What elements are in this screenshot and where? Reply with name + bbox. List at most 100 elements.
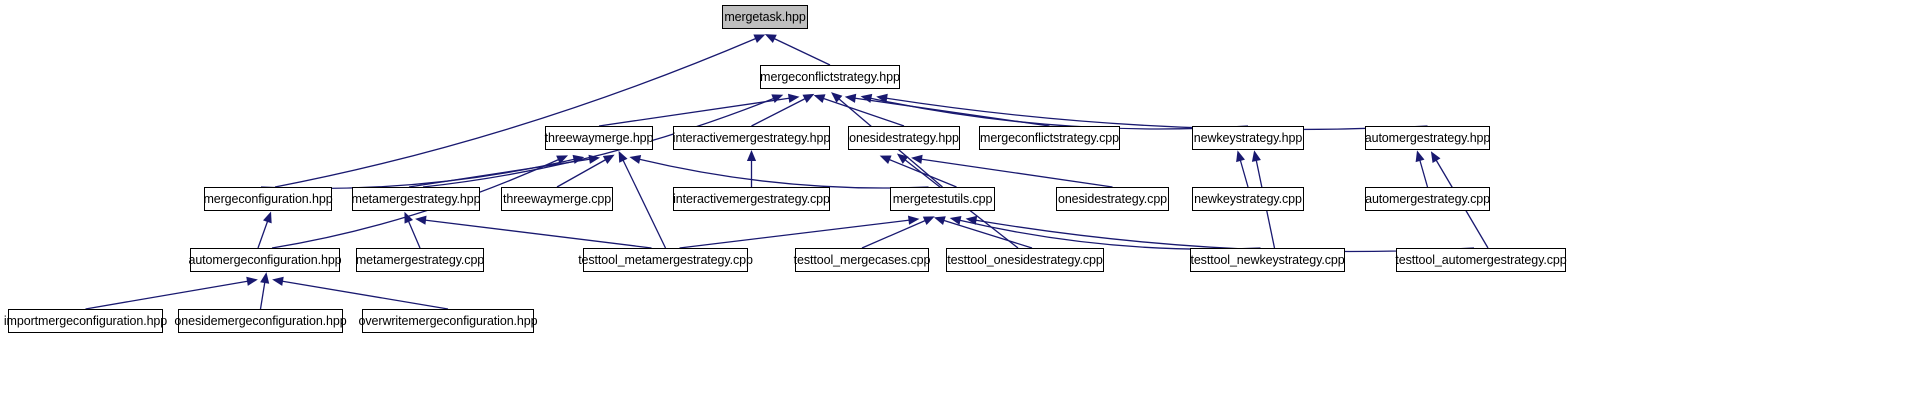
- graph-edge-arrowhead: [949, 215, 962, 225]
- graph-edge-arrowhead: [746, 150, 757, 161]
- graph-node-onesidemergeconfiguration-hpp[interactable]: onesidemergeconfiguration.hpp: [174, 309, 347, 333]
- graph-node-threewaymerge-cpp[interactable]: threewaymerge.cpp: [501, 187, 613, 211]
- graph-node-label: testtool_onesidestrategy.cpp: [947, 252, 1103, 267]
- graph-node-onesidestrategy-cpp[interactable]: onesidestrategy.cpp: [1056, 187, 1169, 211]
- graph-node-automergeconfiguration-hpp[interactable]: automergeconfiguration.hpp: [188, 248, 342, 272]
- graph-edge: [280, 280, 449, 310]
- graph-node-label: testtool_newkeystrategy.cpp: [1190, 252, 1345, 267]
- graph-node-label: metamergestrategy.cpp: [355, 252, 485, 267]
- graph-node-interactivemergestrategy-hpp[interactable]: interactivemergestrategy.hpp: [673, 126, 830, 150]
- graph-edge: [861, 219, 927, 249]
- graph-edge: [1418, 158, 1429, 188]
- graph-edge-arrowhead: [272, 276, 284, 286]
- graph-edge-arrowhead: [787, 93, 800, 103]
- graph-node-interactivemergestrategy-cpp[interactable]: interactivemergestrategy.cpp: [673, 187, 830, 211]
- graph-edge-arrowhead: [404, 211, 414, 224]
- graph-edge: [885, 97, 1428, 131]
- graph-edge: [621, 158, 667, 249]
- graph-edge: [598, 97, 791, 127]
- graph-node-label: onesidestrategy.hpp: [849, 130, 959, 145]
- graph-node-mergeconfiguration-hpp[interactable]: mergeconfiguration.hpp: [203, 187, 333, 211]
- graph-node-label: metamergestrategy.hpp: [351, 191, 481, 206]
- graph-node-threewaymerge-hpp[interactable]: threewaymerge.hpp: [545, 126, 653, 150]
- graph-node-overwritemergeconfiguration-hpp[interactable]: overwritemergeconfiguration.hpp: [359, 309, 538, 333]
- graph-edge-arrowhead: [771, 94, 784, 104]
- graph-edge-arrowhead: [246, 276, 258, 286]
- graph-edge: [772, 37, 831, 66]
- graph-node-mergeconflictstrategy-cpp[interactable]: mergeconflictstrategy.cpp: [979, 126, 1120, 150]
- graph-edge-arrowhead: [1430, 151, 1441, 164]
- graph-edge-arrowhead: [1251, 150, 1261, 162]
- graph-edge: [919, 158, 1113, 188]
- graph-edge-arrowhead: [965, 215, 978, 225]
- graph-node-label: mergeconflictstrategy.hpp: [760, 69, 900, 84]
- graph-edge-arrowhead: [802, 93, 815, 104]
- graph-edge-arrowhead: [618, 150, 628, 163]
- graph-node-newkeystrategy-cpp[interactable]: newkeystrategy.cpp: [1192, 187, 1304, 211]
- graph-node-label: mergeconflictstrategy.cpp: [980, 130, 1119, 145]
- graph-node-label: newkeystrategy.hpp: [1193, 130, 1303, 145]
- graph-node-label: onesidemergeconfiguration.hpp: [174, 313, 347, 328]
- graph-edge-arrowhead: [933, 216, 946, 225]
- graph-edge: [556, 158, 608, 188]
- graph-edge: [679, 219, 911, 249]
- graph-edge: [821, 97, 905, 127]
- graph-node-onesidestrategy-hpp[interactable]: onesidestrategy.hpp: [848, 126, 960, 150]
- graph-edge-arrowhead: [602, 154, 615, 164]
- graph-edge-arrowhead: [1236, 150, 1245, 163]
- graph-edge-arrowhead: [1415, 150, 1425, 163]
- graph-node-mergetestutils-cpp[interactable]: mergetestutils.cpp: [890, 187, 995, 211]
- graph-node-label: interactivemergestrategy.cpp: [673, 191, 830, 206]
- graph-edge: [407, 219, 421, 249]
- graph-node-label: testtool_automergestrategy.cpp: [1395, 252, 1567, 267]
- graph-edge-arrowhead: [629, 154, 642, 164]
- graph-edge-arrowhead: [876, 93, 888, 103]
- graph-edge-arrowhead: [911, 154, 923, 164]
- graph-edge-arrowhead: [844, 93, 857, 103]
- graph-node-label: threewaymerge.hpp: [544, 130, 654, 145]
- graph-node-importmergeconfiguration-hpp[interactable]: importmergeconfiguration.hpp: [4, 309, 167, 333]
- graph-edge-arrowhead: [922, 216, 935, 226]
- graph-node-testtool-metamergestrategy-cpp[interactable]: testtool_metamergestrategy.cpp: [578, 248, 753, 272]
- graph-node-label: automergestrategy.hpp: [1364, 130, 1491, 145]
- graph-node-metamergestrategy-cpp[interactable]: metamergestrategy.cpp: [356, 248, 484, 272]
- graph-node-label: overwritemergeconfiguration.hpp: [358, 313, 538, 328]
- graph-edge-arrowhead: [860, 93, 873, 103]
- graph-edge-arrowhead: [415, 215, 427, 225]
- graph-edge-arrowhead: [907, 215, 920, 225]
- graph-node-label: mergetask.hpp: [724, 9, 806, 24]
- graph-node-testtool-automergestrategy-cpp[interactable]: testtool_automergestrategy.cpp: [1395, 248, 1567, 272]
- graph-edge: [259, 280, 266, 310]
- graph-edge: [271, 158, 561, 249]
- graph-node-newkeystrategy-hpp[interactable]: newkeystrategy.hpp: [1192, 126, 1304, 150]
- graph-node-testtool-newkeystrategy-cpp[interactable]: testtool_newkeystrategy.cpp: [1190, 248, 1345, 272]
- graph-node-label: importmergeconfiguration.hpp: [3, 313, 168, 328]
- graph-edge-arrowhead: [896, 153, 909, 164]
- graph-edge: [257, 219, 269, 249]
- graph-node-label: automergeconfiguration.hpp: [188, 252, 342, 267]
- graph-edge: [274, 37, 758, 188]
- graph-node-mergetask-hpp[interactable]: mergetask.hpp: [722, 5, 808, 29]
- graph-node-mergeconflictstrategy-hpp[interactable]: mergeconflictstrategy.hpp: [760, 65, 900, 89]
- graph-node-automergestrategy-hpp[interactable]: automergestrategy.hpp: [1365, 126, 1490, 150]
- graph-node-testtool-onesidestrategy-cpp[interactable]: testtool_onesidestrategy.cpp: [946, 248, 1104, 272]
- graph-edge-arrowhead: [588, 154, 601, 164]
- graph-edge-arrowhead: [753, 34, 766, 44]
- graph-edge-arrowhead: [831, 92, 843, 103]
- graph-node-testtool-mergecases-cpp[interactable]: testtool_mergecases.cpp: [794, 248, 930, 272]
- graph-edge: [751, 97, 807, 127]
- graph-edge: [1239, 158, 1249, 188]
- graph-edge: [85, 280, 250, 310]
- graph-node-label: automergestrategy.cpp: [1365, 191, 1490, 206]
- graph-node-automergestrategy-cpp[interactable]: automergestrategy.cpp: [1365, 187, 1490, 211]
- graph-node-label: onesidestrategy.cpp: [1057, 191, 1168, 206]
- graph-node-label: newkeystrategy.cpp: [1194, 191, 1302, 206]
- graph-edge: [423, 219, 652, 249]
- graph-node-metamergestrategy-hpp[interactable]: metamergestrategy.hpp: [352, 187, 481, 211]
- graph-node-label: testtool_metamergestrategy.cpp: [578, 252, 753, 267]
- graph-edge-arrowhead: [813, 94, 826, 103]
- graph-edge-arrowhead: [262, 211, 272, 224]
- graph-edge: [942, 219, 1033, 249]
